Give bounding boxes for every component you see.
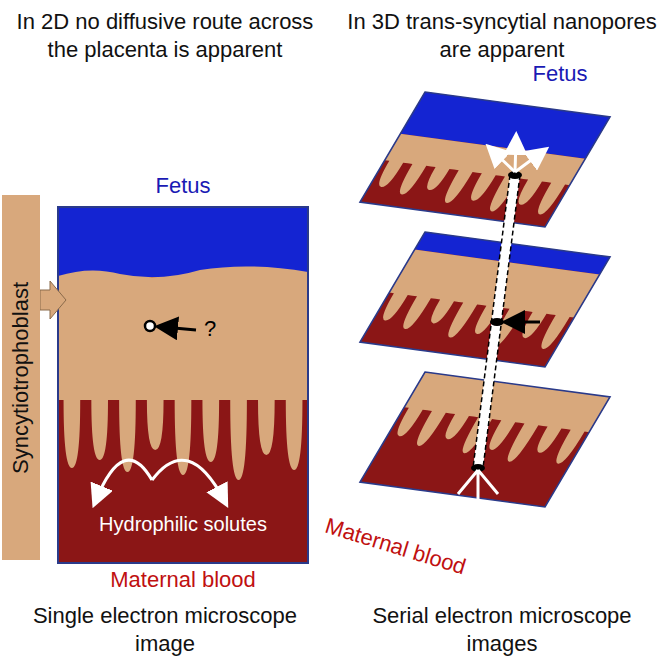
pore-opening	[490, 318, 504, 326]
region-label: Fetus	[58, 172, 308, 200]
section-slice	[360, 232, 610, 367]
pointer-arrow	[163, 327, 196, 330]
pointer-arrow	[510, 321, 540, 324]
panel-border	[58, 207, 308, 563]
block-arrow	[40, 281, 66, 319]
maternal-blood-region	[360, 232, 610, 367]
slice-border	[360, 92, 610, 227]
region-label: Maternal blood	[322, 512, 469, 581]
influx-lines	[458, 470, 498, 500]
syncytiotrophoblast-layer	[58, 266, 308, 480]
solute-arrow	[152, 460, 224, 500]
maternal-blood-region	[58, 207, 308, 563]
efflux-arrow	[515, 152, 542, 172]
slice-border	[360, 232, 610, 367]
efflux-arrow	[515, 140, 516, 172]
label-box: Syncytiotrophoblast	[2, 195, 40, 560]
nanopore-wall	[473, 175, 510, 468]
nanopore	[458, 140, 542, 500]
section-slice	[360, 92, 610, 227]
fetal-region	[58, 207, 308, 277]
caption: Serial electron microscope images	[346, 602, 658, 658]
pore-opening	[508, 171, 522, 179]
region-label: Maternal blood	[58, 566, 308, 594]
region-label: Fetus	[520, 60, 600, 88]
question-mark: ?	[198, 315, 222, 343]
solute-label: Hydrophilic solutes	[70, 510, 296, 538]
heading: In 3D trans-syncytial nanopores are appa…	[346, 8, 658, 64]
maternal-blood-region	[360, 92, 610, 227]
solute-arrow	[96, 460, 152, 500]
efflux-arrow	[492, 150, 515, 172]
vertical-label: Syncytiotrophoblast	[8, 282, 34, 474]
caption: Single electron microscope image	[12, 602, 318, 658]
syncytiotrophoblast-layer	[368, 250, 600, 354]
vesicle-symbol	[145, 321, 155, 331]
section-panel	[58, 207, 308, 563]
serial-sections	[360, 92, 610, 507]
heading: In 2D no diffusive route across the plac…	[12, 8, 318, 64]
